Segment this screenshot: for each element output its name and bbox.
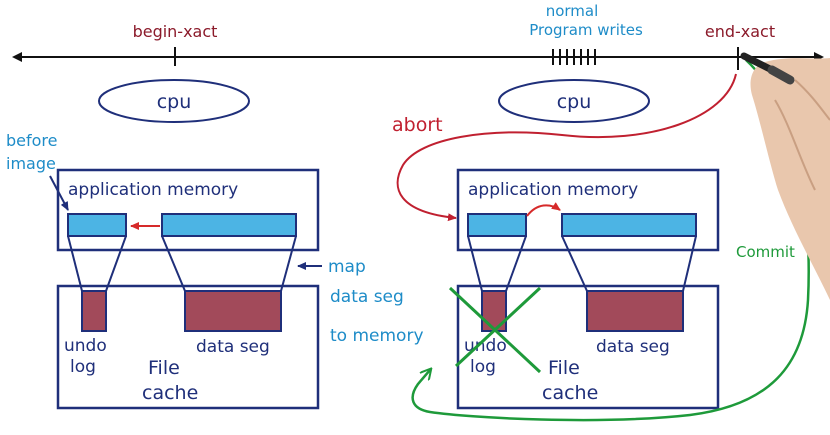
abort-arrow bbox=[396, 73, 737, 222]
left-panel: cpu before image application memory undo… bbox=[6, 79, 424, 410]
right-cpu-ellipse bbox=[498, 79, 650, 123]
left-cpu-ellipse bbox=[98, 79, 250, 123]
right-seg-map-line-a bbox=[561, 235, 588, 292]
left-cpu-label: cpu bbox=[157, 91, 192, 113]
image-label: image bbox=[6, 154, 56, 173]
right-file-label: File bbox=[548, 357, 580, 379]
right-application-memory-label: application memory bbox=[468, 180, 638, 200]
right-data-seg-block bbox=[586, 290, 684, 332]
left-application-memory-box bbox=[56, 168, 320, 252]
right-data-seg-label: data seg bbox=[596, 337, 670, 357]
begin-xact-label: begin-xact bbox=[133, 22, 218, 41]
normal-label: normal bbox=[546, 2, 599, 20]
left-seg-map-line-b bbox=[280, 235, 297, 292]
left-before-image-block bbox=[67, 213, 127, 237]
right-log-label: log bbox=[470, 357, 496, 377]
right-cache-label: cache bbox=[542, 382, 598, 404]
right-undo-log-block bbox=[481, 290, 507, 332]
left-data-seg-block bbox=[184, 290, 282, 332]
right-restore-arrow bbox=[526, 202, 561, 217]
timeline: begin-xact normal Program writes end-xac… bbox=[12, 2, 824, 70]
end-xact-label: end-xact bbox=[705, 22, 775, 41]
left-data-block bbox=[161, 213, 297, 237]
program-writes-label: Program writes bbox=[529, 21, 643, 39]
instructor-hand bbox=[740, 52, 830, 300]
right-undo-map-line-a bbox=[467, 235, 483, 292]
left-log-label: log bbox=[70, 357, 96, 377]
right-undo-map-line-b bbox=[505, 235, 527, 292]
right-file-cache-box bbox=[456, 284, 720, 410]
right-undo-label: undo bbox=[464, 336, 507, 356]
left-application-memory-label: application memory bbox=[68, 180, 238, 200]
map-label: map bbox=[328, 257, 366, 277]
left-file-cache-box bbox=[56, 284, 320, 410]
left-undo-map-line-b bbox=[105, 235, 127, 292]
map-data-seg-label: data seg bbox=[330, 287, 404, 307]
commit-label: Commit bbox=[736, 243, 795, 261]
timeline-left-arrowhead bbox=[12, 52, 22, 62]
undo-log-cross-out bbox=[448, 286, 542, 374]
abort-label: abort bbox=[392, 114, 443, 136]
left-undo-log-block bbox=[81, 290, 107, 332]
right-before-image-block bbox=[467, 213, 527, 237]
left-undo-map-line-a bbox=[67, 235, 83, 292]
right-seg-map-line-b bbox=[682, 235, 697, 292]
left-seg-map-line-a bbox=[161, 235, 186, 292]
left-cache-label: cache bbox=[142, 382, 198, 404]
left-file-label: File bbox=[148, 357, 180, 379]
right-cpu-label: cpu bbox=[557, 91, 592, 113]
to-memory-label: to memory bbox=[330, 326, 424, 346]
before-label: before bbox=[6, 131, 58, 150]
right-data-block bbox=[561, 213, 697, 237]
write-ticks bbox=[552, 49, 596, 65]
right-panel: cpu abort application memory undo log da… bbox=[392, 59, 810, 422]
right-application-memory-box bbox=[456, 168, 720, 252]
left-data-seg-label: data seg bbox=[196, 337, 270, 357]
left-undo-label: undo bbox=[64, 336, 107, 356]
